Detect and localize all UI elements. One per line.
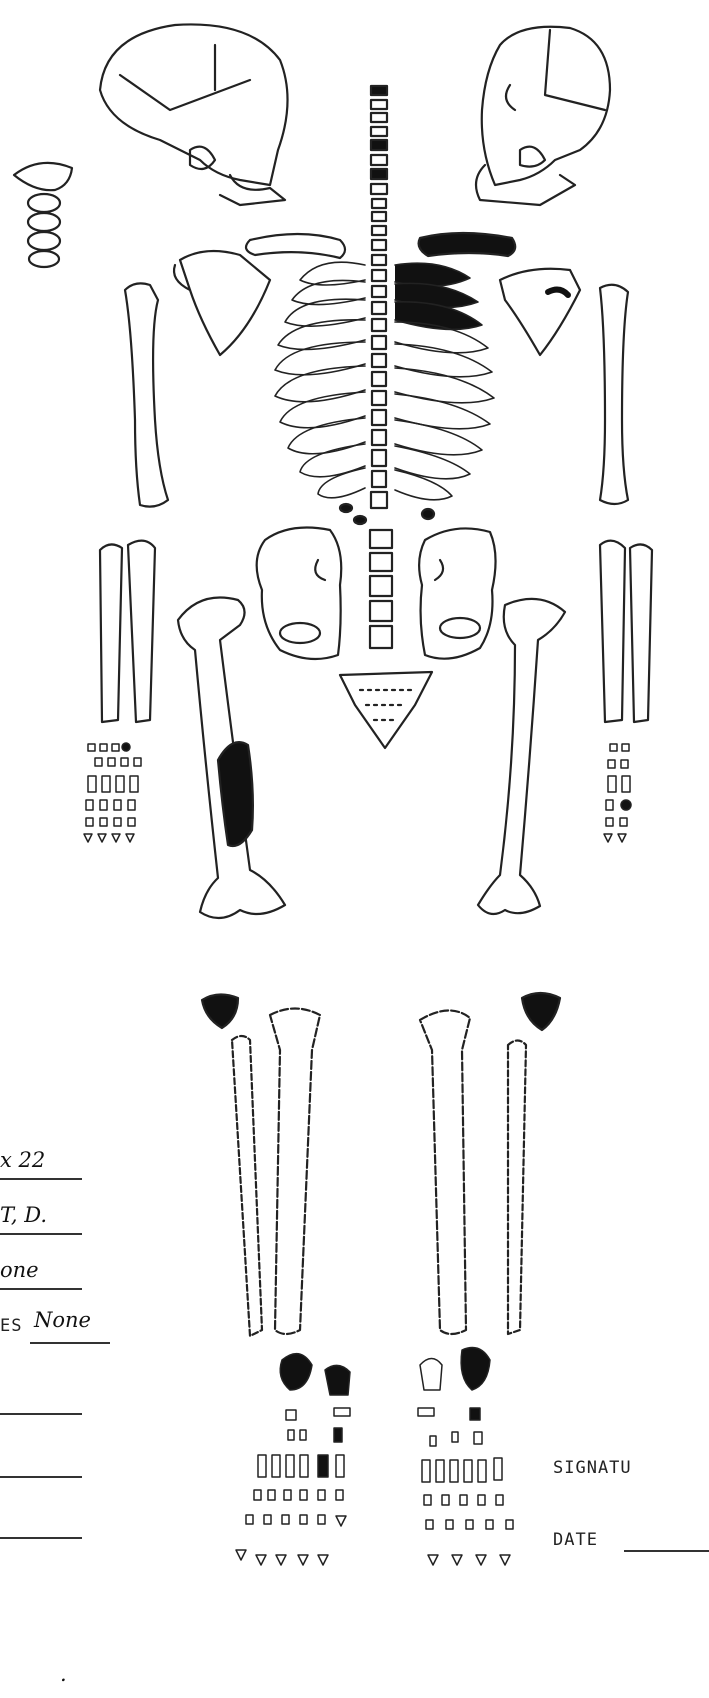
scapula-left [180,251,270,355]
hand-left [84,743,141,842]
clavicle-right-fractured [419,233,516,256]
field-finding-value: one [0,1258,39,1282]
scapula-right [500,269,580,355]
field-last-value: . [60,1662,67,1686]
skull-right-lateral [476,27,610,205]
blank-line-1 [0,1413,82,1415]
leg-right-lower [420,1010,526,1334]
femur-lesion [218,742,253,846]
foot-left [236,1354,350,1565]
field-finding-line [0,1288,82,1290]
clavicle-left [246,234,345,258]
field-fractures-line [30,1342,110,1344]
date-line[interactable] [624,1550,709,1552]
field-size-value: x 22 [0,1148,45,1172]
field-exam-type-line [0,1233,82,1235]
signature-label: SIGNATU [553,1458,632,1478]
ribs-right [395,263,494,500]
cervical-spine-icon [14,163,72,267]
skull-left-lateral [100,24,288,205]
field-fractures-label: ES [0,1316,22,1336]
sacrum [340,672,432,748]
blank-line-3 [0,1537,82,1539]
humerus-left [125,283,168,506]
ribs-left [275,262,365,498]
field-size-line [0,1178,82,1180]
humerus-right [600,285,628,504]
hand-right [604,744,631,842]
blank-line-2 [0,1476,82,1478]
forearm-right [600,541,652,722]
field-exam-type-value: T, D. [0,1203,47,1227]
field-fractures-value: None [34,1308,91,1332]
leg-left-lower [232,1009,320,1337]
patella-left [202,994,238,1028]
vertebral-column [370,86,392,648]
foot-right [418,1348,513,1565]
forearm-left [100,541,155,722]
patella-right [522,993,560,1030]
date-label: DATE [553,1530,598,1550]
femur-right [478,599,565,914]
